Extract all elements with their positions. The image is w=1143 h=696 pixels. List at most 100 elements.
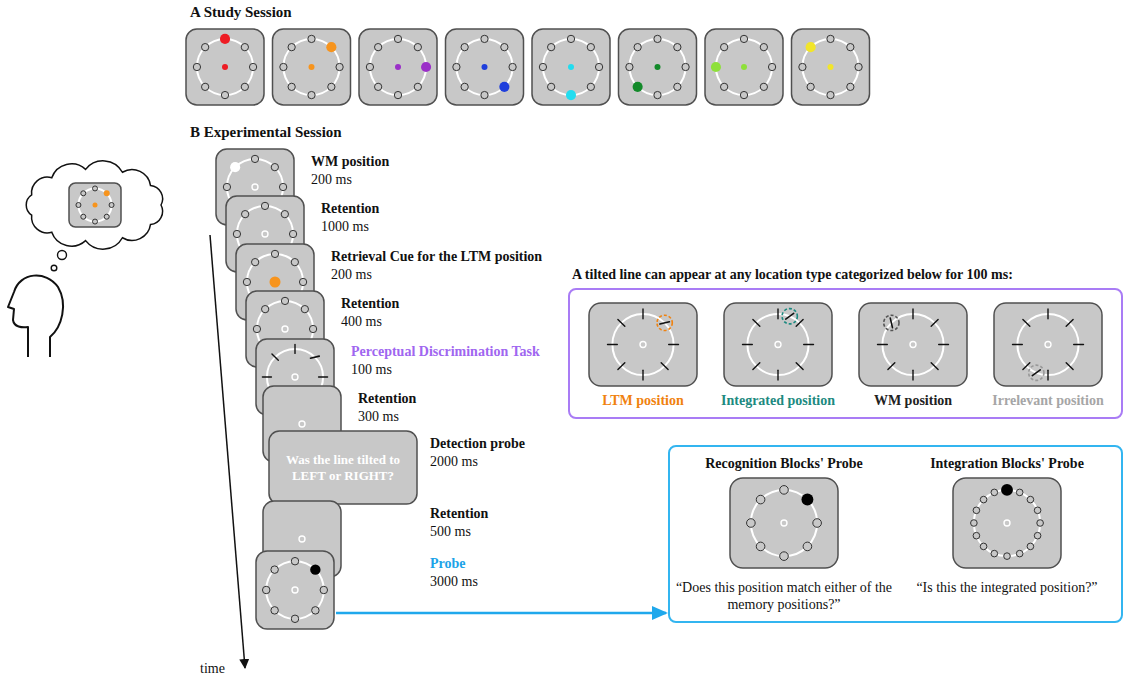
location-placeholder <box>249 63 256 70</box>
screen-frame <box>792 29 870 105</box>
location-placeholder <box>827 91 834 98</box>
location-placeholder <box>720 83 727 90</box>
axis-label: time <box>200 660 225 677</box>
screen-panel <box>269 431 417 504</box>
flow-arrow <box>336 612 666 615</box>
position-ring <box>882 314 943 375</box>
location-placeholder <box>241 210 248 217</box>
duration-label: 100 ms <box>351 361 392 378</box>
location-placeholder <box>654 91 661 98</box>
screen-frame <box>446 29 524 105</box>
center-cue <box>222 64 228 70</box>
line-stimulus <box>618 363 625 370</box>
location-placeholder <box>201 83 208 90</box>
location-placeholder <box>768 63 775 70</box>
position-ring <box>612 314 673 375</box>
memory-dot <box>310 564 320 574</box>
screen-panel <box>859 303 967 386</box>
location-placeholder <box>682 63 689 70</box>
screen-illustration <box>858 302 968 387</box>
screen-illustration <box>993 302 1103 387</box>
line-stimulus <box>804 344 814 345</box>
screen-panel <box>532 29 610 105</box>
fixation-ring <box>292 374 298 380</box>
screen-frame <box>705 29 783 105</box>
fixation-ring <box>1004 520 1010 526</box>
section-label: B Experimental Session <box>190 124 342 141</box>
screen-panel <box>724 303 832 386</box>
location-placeholder <box>251 258 258 265</box>
location-placeholder <box>501 43 508 50</box>
tilted-line <box>786 313 794 319</box>
screen-panel <box>705 29 783 105</box>
location-placeholder <box>271 607 278 614</box>
location-placeholder <box>241 43 248 50</box>
detection-screen: Detection probe2000 msWas the line tilte… <box>268 430 418 505</box>
highlight-circle <box>1029 365 1044 380</box>
screen-frame <box>256 551 334 629</box>
location-placeholder <box>193 63 200 70</box>
location-placeholder <box>760 83 767 90</box>
position-ring <box>747 314 808 375</box>
location-placeholder <box>980 543 987 550</box>
location-placeholder <box>481 91 488 98</box>
location-placeholder <box>539 63 546 70</box>
center-cue <box>482 64 488 70</box>
fixation-ring <box>640 342 646 348</box>
screen-frame <box>859 303 967 386</box>
screen-frame <box>186 29 264 105</box>
line-stimulus <box>262 376 271 377</box>
location-placeholder <box>973 507 980 514</box>
memory-dot <box>230 162 240 172</box>
memory-dot <box>1001 484 1013 496</box>
step-label: Retention <box>341 295 399 312</box>
screen-frame <box>589 303 697 386</box>
location-placeholder <box>547 43 554 50</box>
line-stimulus <box>1066 319 1073 326</box>
location-placeholder <box>626 63 633 70</box>
location-label: WM position <box>838 392 988 409</box>
location-placeholder <box>261 305 268 312</box>
line-stimulus <box>642 309 643 319</box>
line-stimulus <box>1023 363 1030 370</box>
location-placeholder <box>760 43 767 50</box>
step-label: Detection probe <box>430 435 525 452</box>
fixation-ring <box>292 587 298 593</box>
line-stimulus <box>1047 309 1048 319</box>
line-stimulus <box>777 309 778 319</box>
location-placeholder <box>109 203 114 208</box>
location-placeholder <box>509 63 516 70</box>
line-stimulus <box>1047 370 1048 380</box>
location-placeholder <box>374 43 381 50</box>
line-stimulus <box>931 363 938 370</box>
memory-dot <box>806 42 816 52</box>
fixation-ring <box>775 342 781 348</box>
location-placeholder <box>654 35 661 42</box>
location-placeholder <box>807 83 814 90</box>
location-placeholder <box>481 35 488 42</box>
line-stimulus <box>669 344 679 345</box>
location-placeholder <box>288 83 295 90</box>
line-stimulus <box>912 309 913 319</box>
tilted-line <box>890 318 892 328</box>
trial-screen: Probe3000 ms <box>255 550 335 630</box>
screen-frame <box>359 29 437 105</box>
location-placeholder <box>1027 543 1034 550</box>
line-stimulus <box>888 363 895 370</box>
line-stimulus <box>878 344 888 345</box>
tilted-line <box>660 322 670 324</box>
line-stimulus <box>753 319 760 326</box>
memory-dot <box>220 34 230 44</box>
location-placeholder <box>201 43 208 50</box>
duration-label: 300 ms <box>358 408 399 425</box>
tilted-line <box>1032 370 1040 376</box>
location-placeholder <box>813 519 822 528</box>
location-placeholder <box>81 214 86 219</box>
step-label: Perceptual Discrimination Task <box>351 343 540 360</box>
location-placeholder <box>991 550 998 557</box>
line-stimulus <box>319 376 328 377</box>
location-placeholder <box>291 615 298 622</box>
location-placeholder <box>281 297 288 304</box>
position-ring <box>716 39 772 95</box>
line-stimulus <box>1013 344 1023 345</box>
